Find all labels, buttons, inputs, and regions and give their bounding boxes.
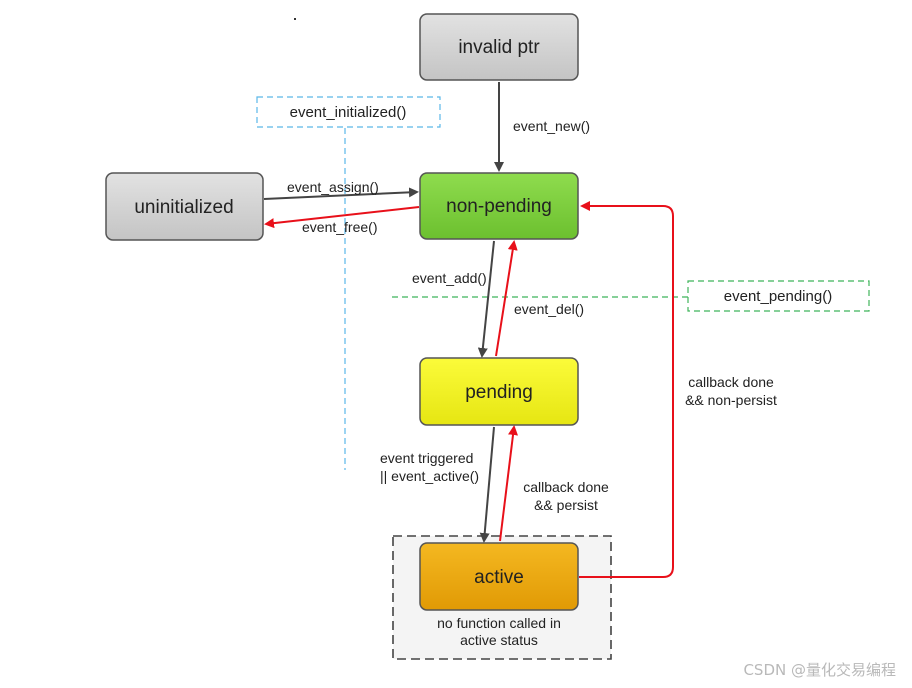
label-event-free: event_free() xyxy=(302,219,377,235)
arrow-event-free xyxy=(264,206,420,229)
arrow-callback-nonpersist xyxy=(579,201,674,578)
stray-dot xyxy=(294,18,296,20)
label-event-del: event_del() xyxy=(514,301,584,317)
arrow-event-triggered xyxy=(479,426,495,543)
state-active: active xyxy=(419,542,579,611)
active-note-line2: active status xyxy=(460,632,538,648)
label-event-add: event_add() xyxy=(412,270,487,286)
label-triggered-line2: || event_active() xyxy=(380,468,479,484)
label-nonpersist-line2: && non-persist xyxy=(685,392,777,408)
event-initialized-label: event_initialized() xyxy=(290,104,407,121)
label-nonpersist-line1: callback done xyxy=(688,374,774,390)
state-active-label: active xyxy=(474,567,524,588)
arrow-event-del xyxy=(495,240,518,357)
arrow-event-assign xyxy=(263,187,419,200)
active-note-line1: no function called in xyxy=(437,615,561,631)
event-pending-box xyxy=(687,280,870,312)
label-triggered-line1: event triggered xyxy=(380,450,473,466)
state-pending-label: pending xyxy=(465,382,533,403)
label-persist-line1: callback done xyxy=(523,479,609,495)
state-non-pending: non-pending xyxy=(419,172,579,240)
state-invalid-ptr: invalid ptr xyxy=(419,13,579,81)
watermark: CSDN @量化交易编程 xyxy=(743,661,896,679)
state-pending: pending xyxy=(419,357,579,426)
label-persist-line2: && persist xyxy=(534,497,598,513)
state-non-pending-label: non-pending xyxy=(446,196,552,217)
state-uninitialized-label: uninitialized xyxy=(134,197,233,218)
state-invalid-ptr-label: invalid ptr xyxy=(458,37,540,58)
arrow-callback-persist xyxy=(499,425,518,542)
state-uninitialized: uninitialized xyxy=(105,172,264,241)
label-event-new: event_new() xyxy=(513,118,590,134)
arrow-event-add xyxy=(477,240,495,358)
label-event-assign: event_assign() xyxy=(287,179,379,195)
event-initialized-box xyxy=(256,96,441,128)
event-pending-label: event_pending() xyxy=(724,288,832,305)
